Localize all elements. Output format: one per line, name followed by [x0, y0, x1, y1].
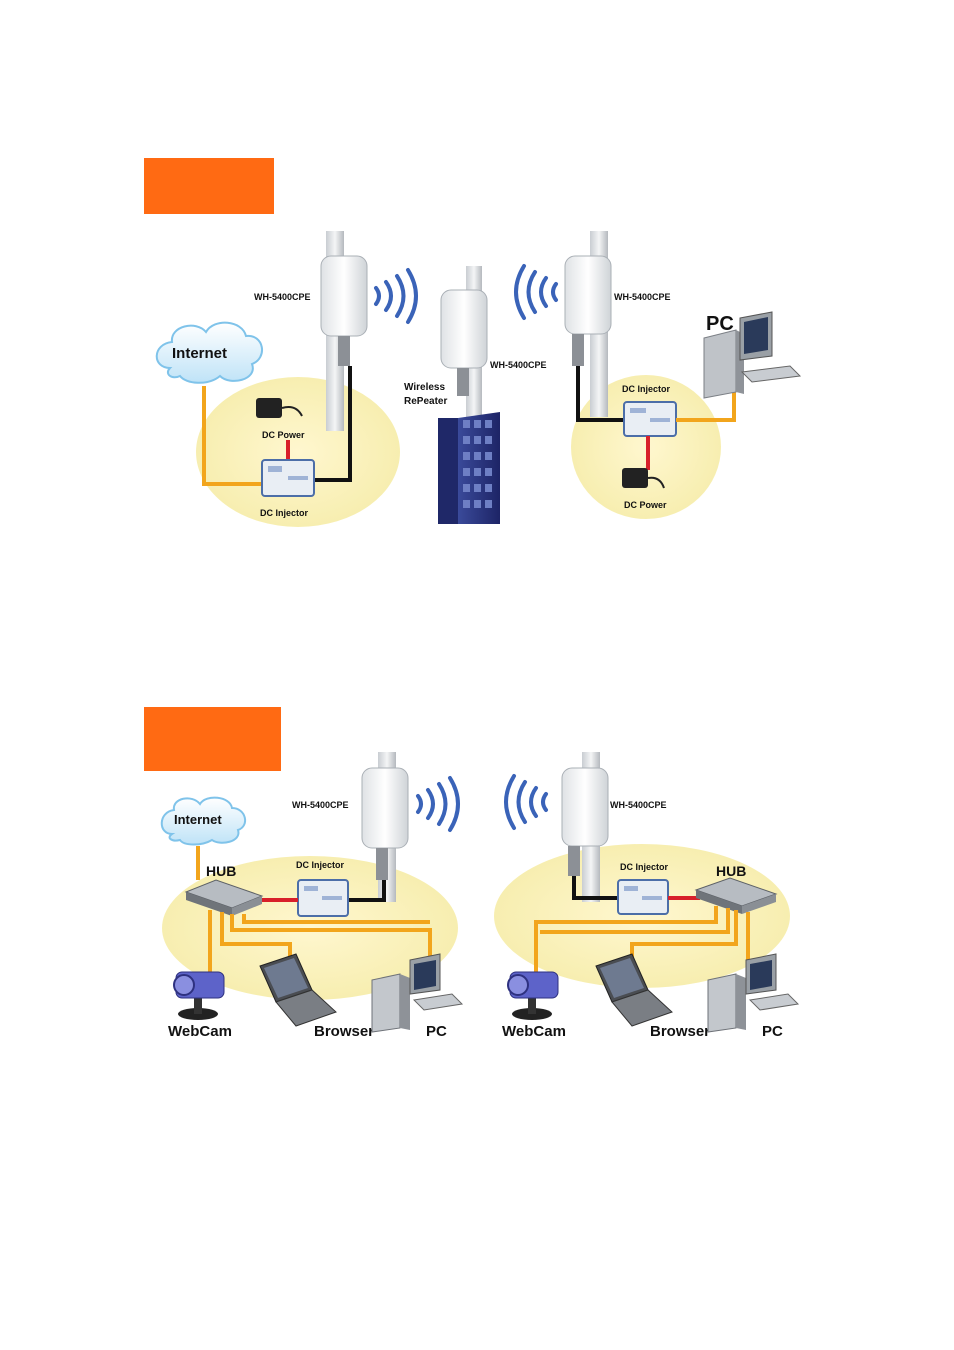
browser-label: Browser	[314, 1023, 374, 1040]
laptop-icon	[595, 953, 673, 1027]
webcam-label: WebCam	[168, 1023, 232, 1040]
wifi-signal-icon	[374, 268, 418, 324]
pc-icon	[703, 311, 802, 399]
section-tab-1	[144, 158, 274, 214]
building-icon	[438, 412, 500, 524]
device-label: WH-5400CPE	[292, 800, 349, 810]
cpe-device-icon	[561, 767, 609, 847]
repeater-label-line2: RePeater	[404, 396, 447, 407]
dc-power-label: DC Power	[262, 430, 305, 440]
ethernet-cable	[676, 390, 736, 422]
cable	[572, 876, 620, 900]
webcam-icon	[507, 971, 559, 1020]
internet-label: Internet	[174, 812, 222, 827]
hub-icon	[694, 877, 778, 914]
dc-injector-icon	[623, 401, 677, 437]
browser-label: Browser	[650, 1023, 710, 1040]
device-label: WH-5400CPE	[490, 360, 547, 370]
laptop-icon	[259, 953, 337, 1027]
internet-cloud-icon	[160, 796, 247, 846]
power-adapter-icon	[256, 398, 303, 418]
repeater-label-line1: Wireless	[404, 382, 445, 393]
wifi-signal-icon	[514, 264, 558, 320]
cable	[312, 366, 352, 482]
ethernet-cables	[208, 910, 432, 976]
ethernet-cable	[202, 386, 262, 486]
pc-label: PC	[706, 313, 734, 335]
dc-injector-label: DC Injector	[622, 384, 671, 394]
webcam-label: WebCam	[502, 1023, 566, 1040]
pc-label: PC	[426, 1023, 447, 1040]
internet-label: Internet	[172, 345, 227, 362]
dc-injector-icon	[617, 879, 669, 915]
ethernet-cables	[534, 906, 750, 976]
device-label: WH-5400CPE	[610, 800, 667, 810]
power-adapter-icon	[622, 468, 665, 489]
dc-injector-label: DC Injector	[620, 862, 669, 872]
section-tab-2	[144, 707, 281, 771]
cpe-device-icon	[440, 289, 488, 369]
device-label: WH-5400CPE	[614, 292, 671, 302]
wifi-signal-icon	[416, 776, 460, 832]
cpe-device-icon	[564, 255, 612, 335]
cable-coil	[457, 368, 469, 396]
diagram-1: Internet WH-5400CPE DC Power DC Inj	[155, 231, 802, 527]
cpe-device-icon	[361, 767, 409, 849]
glow-area	[196, 377, 400, 527]
cable-coil	[376, 848, 388, 880]
cpe-device-icon	[320, 255, 368, 337]
pc-icon	[371, 953, 464, 1033]
pc-label: PC	[762, 1023, 783, 1040]
hub-icon	[184, 879, 264, 916]
cable	[576, 366, 626, 422]
hub-label: HUB	[716, 863, 746, 879]
dc-injector-label: DC Injector	[260, 508, 309, 518]
cable-coil	[572, 334, 584, 366]
dc-injector-icon	[261, 459, 315, 497]
cable	[346, 880, 386, 902]
dc-injector-label: DC Injector	[296, 860, 345, 870]
glow-area	[494, 844, 790, 988]
internet-cloud-icon	[155, 321, 263, 384]
device-label: WH-5400CPE	[254, 292, 311, 302]
diagram-2: Internet WH-5400CPE HUB DC Injector	[160, 752, 800, 1040]
cable-coil	[338, 336, 350, 366]
hub-label: HUB	[206, 863, 236, 879]
pc-icon	[707, 953, 800, 1033]
dc-injector-icon	[297, 879, 349, 917]
cable-coil	[568, 846, 580, 876]
dc-power-label: DC Power	[624, 500, 667, 510]
webcam-icon	[173, 971, 225, 1020]
wifi-signal-icon	[504, 774, 548, 830]
